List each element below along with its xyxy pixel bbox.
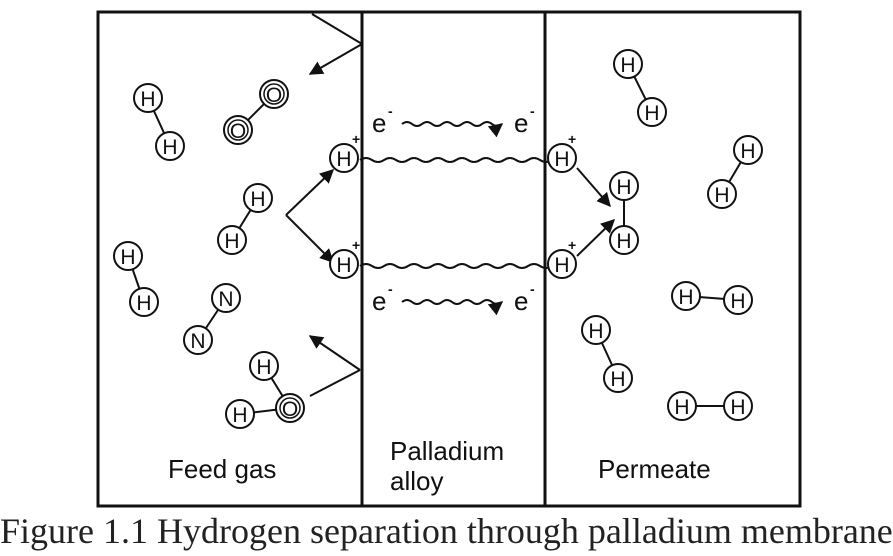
svg-text:H: H [714, 184, 729, 207]
hydrogen-atom [707, 179, 737, 209]
hydrogen-atom [609, 171, 639, 201]
water-molecule: H O H [225, 351, 305, 429]
svg-text:O: O [282, 398, 298, 421]
recombination-arrows [576, 167, 616, 257]
nitrogen-atom [183, 325, 213, 355]
figure-caption: Figure 1.1 Hydrogen separation through p… [0, 511, 893, 551]
hydrogen-atom [613, 49, 643, 79]
proton-path-bottom [359, 263, 559, 269]
diagram-frame [96, 10, 802, 508]
svg-text:H: H [224, 230, 239, 253]
proton-feed-top: H + [329, 131, 360, 173]
svg-text:H: H [136, 292, 151, 315]
oxygen-molecule: O O [223, 79, 289, 145]
reflection-arrow-bottom [308, 335, 361, 397]
svg-text:H: H [674, 396, 689, 419]
alloy-label: alloy [390, 466, 443, 496]
hydrogen-atom [723, 391, 753, 421]
svg-text:+: + [352, 237, 360, 253]
svg-text:H: H [616, 176, 631, 199]
svg-text:e: e [514, 286, 528, 316]
electron-path-bottom [401, 299, 504, 316]
hydrogen-molecule: H H [707, 135, 763, 209]
svg-text:+: + [352, 131, 360, 147]
svg-text:N: N [190, 330, 205, 353]
recombined-hydrogen-molecule: H H [609, 171, 639, 255]
svg-text:O: O [266, 84, 282, 107]
hydrogen-molecule: H H [133, 83, 185, 161]
electron-label-top-right: e - [514, 103, 535, 138]
svg-text:H: H [232, 404, 247, 427]
svg-text:H: H [120, 246, 135, 269]
feed-gas-label: Feed gas [168, 454, 276, 484]
electron-label-bottom-left: e - [372, 281, 393, 316]
hydrogen-molecule: H H [671, 281, 753, 315]
proton-permeate-top: H + [547, 131, 577, 173]
hydrogen-atom [733, 135, 763, 165]
svg-text:H: H [610, 368, 625, 391]
svg-text:N: N [218, 288, 233, 311]
proton-path-top [359, 157, 559, 163]
svg-text:H: H [616, 230, 631, 253]
svg-text:e: e [514, 108, 528, 138]
hydrogen-atom [133, 83, 163, 113]
reflection-arrow-top [308, 13, 363, 75]
dissociation-arrows [285, 169, 335, 263]
svg-text:H: H [678, 286, 693, 309]
svg-text:H: H [140, 88, 155, 111]
svg-text:H: H [554, 148, 569, 171]
svg-text:H: H [730, 290, 745, 313]
svg-text:H: H [644, 102, 659, 125]
proton-permeate-bottom: H + [547, 237, 577, 279]
hydrogen-atom [637, 97, 667, 127]
hydrogen-atom [243, 183, 273, 213]
svg-text:+: + [568, 237, 576, 253]
svg-text:H: H [336, 254, 351, 277]
svg-text:e: e [372, 108, 386, 138]
svg-text:H: H [336, 148, 351, 171]
hydrogen-atom [671, 281, 701, 311]
svg-text:H: H [620, 54, 635, 77]
electron-path-top [401, 121, 504, 138]
hydrogen-atom [155, 131, 185, 161]
svg-text:H: H [162, 136, 177, 159]
svg-text:H: H [256, 356, 271, 379]
svg-text:-: - [388, 281, 393, 297]
nitrogen-molecule: N N [183, 283, 241, 355]
svg-text:+: + [568, 131, 576, 147]
svg-text:e: e [372, 286, 386, 316]
hydrogen-atom [667, 391, 697, 421]
hydrogen-atom [225, 399, 255, 429]
svg-text:-: - [388, 103, 393, 119]
hydrogen-atom [609, 225, 639, 255]
permeate-label: Permeate [598, 454, 711, 484]
hydrogen-atom [581, 315, 611, 345]
hydrogen-atom [723, 285, 753, 315]
hydrogen-atom [129, 287, 159, 317]
svg-text:O: O [230, 120, 246, 143]
svg-text:H: H [730, 396, 745, 419]
electron-label-bottom-right: e - [514, 281, 535, 316]
palladium-membrane-diagram: Feed gas Palladium alloy Permeate e - e … [96, 10, 802, 508]
hydrogen-atom [249, 351, 279, 381]
hydrogen-molecule: H H [113, 241, 159, 317]
hydrogen-molecule: H H [613, 49, 667, 127]
hydrogen-molecule: H H [667, 391, 753, 421]
electron-label-top-left: e - [372, 103, 393, 138]
svg-text:H: H [250, 188, 265, 211]
svg-text:H: H [588, 320, 603, 343]
hydrogen-atom [603, 363, 633, 393]
svg-text:-: - [530, 281, 535, 297]
nitrogen-atom [211, 283, 241, 313]
hydrogen-molecule: H H [217, 183, 273, 255]
svg-text:-: - [530, 103, 535, 119]
svg-text:H: H [554, 254, 569, 277]
proton-feed-bottom: H + [329, 237, 360, 279]
hydrogen-atom [217, 225, 247, 255]
hydrogen-atom [113, 241, 143, 271]
palladium-label: Palladium [390, 436, 504, 466]
hydrogen-molecule: H H [581, 315, 633, 393]
svg-text:H: H [740, 140, 755, 163]
